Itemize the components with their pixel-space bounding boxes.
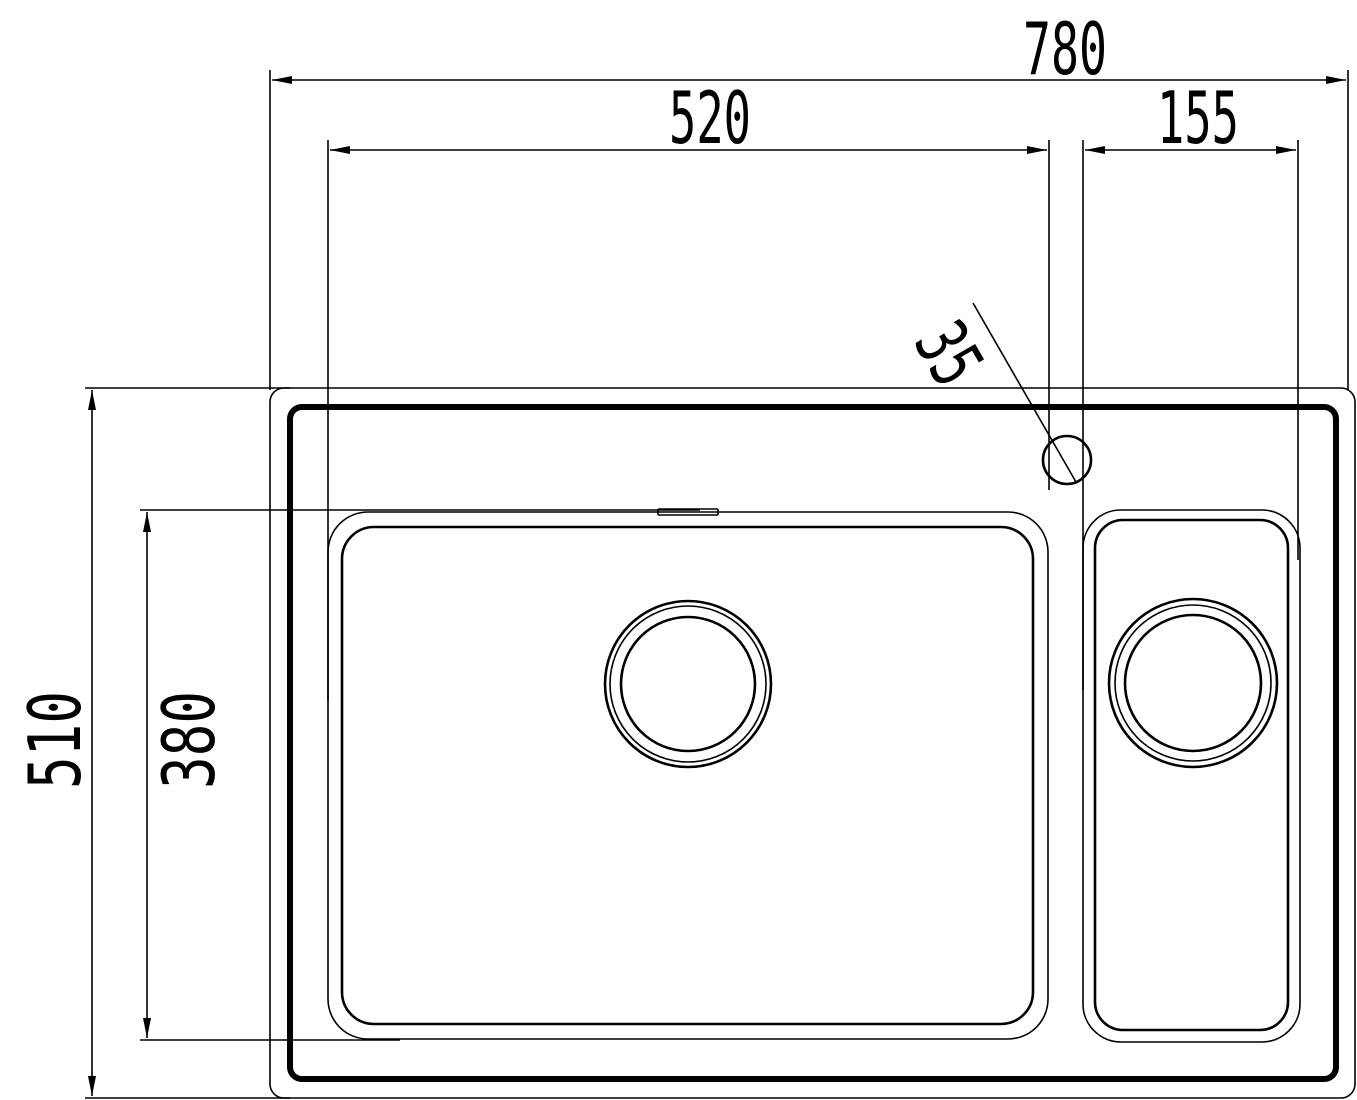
sink-outline — [269, 387, 1356, 1099]
dimension-line-520 — [330, 146, 1047, 154]
tap-hole — [1041, 434, 1093, 486]
small-bowl — [1082, 509, 1301, 1043]
dimension-line-780 — [272, 76, 1346, 84]
label-overall-width: 780 — [1023, 7, 1107, 91]
main-drain — [603, 599, 773, 769]
label-main-bowl-width: 520 — [669, 76, 751, 160]
label-bowl-depth: 380 — [147, 691, 231, 789]
label-tap-hole-diameter: 35 — [898, 307, 1000, 399]
label-overall-depth: 510 — [13, 691, 97, 789]
label-small-bowl-width: 155 — [1157, 76, 1239, 160]
small-drain — [1107, 597, 1279, 769]
leader-line-35 — [972, 302, 1077, 483]
main-bowl — [327, 508, 1049, 1040]
dimension-line-155 — [1085, 146, 1296, 154]
extension-lines — [85, 70, 1349, 1099]
dimension-line-380 — [143, 512, 151, 1038]
dimension-line-510 — [88, 390, 96, 1096]
